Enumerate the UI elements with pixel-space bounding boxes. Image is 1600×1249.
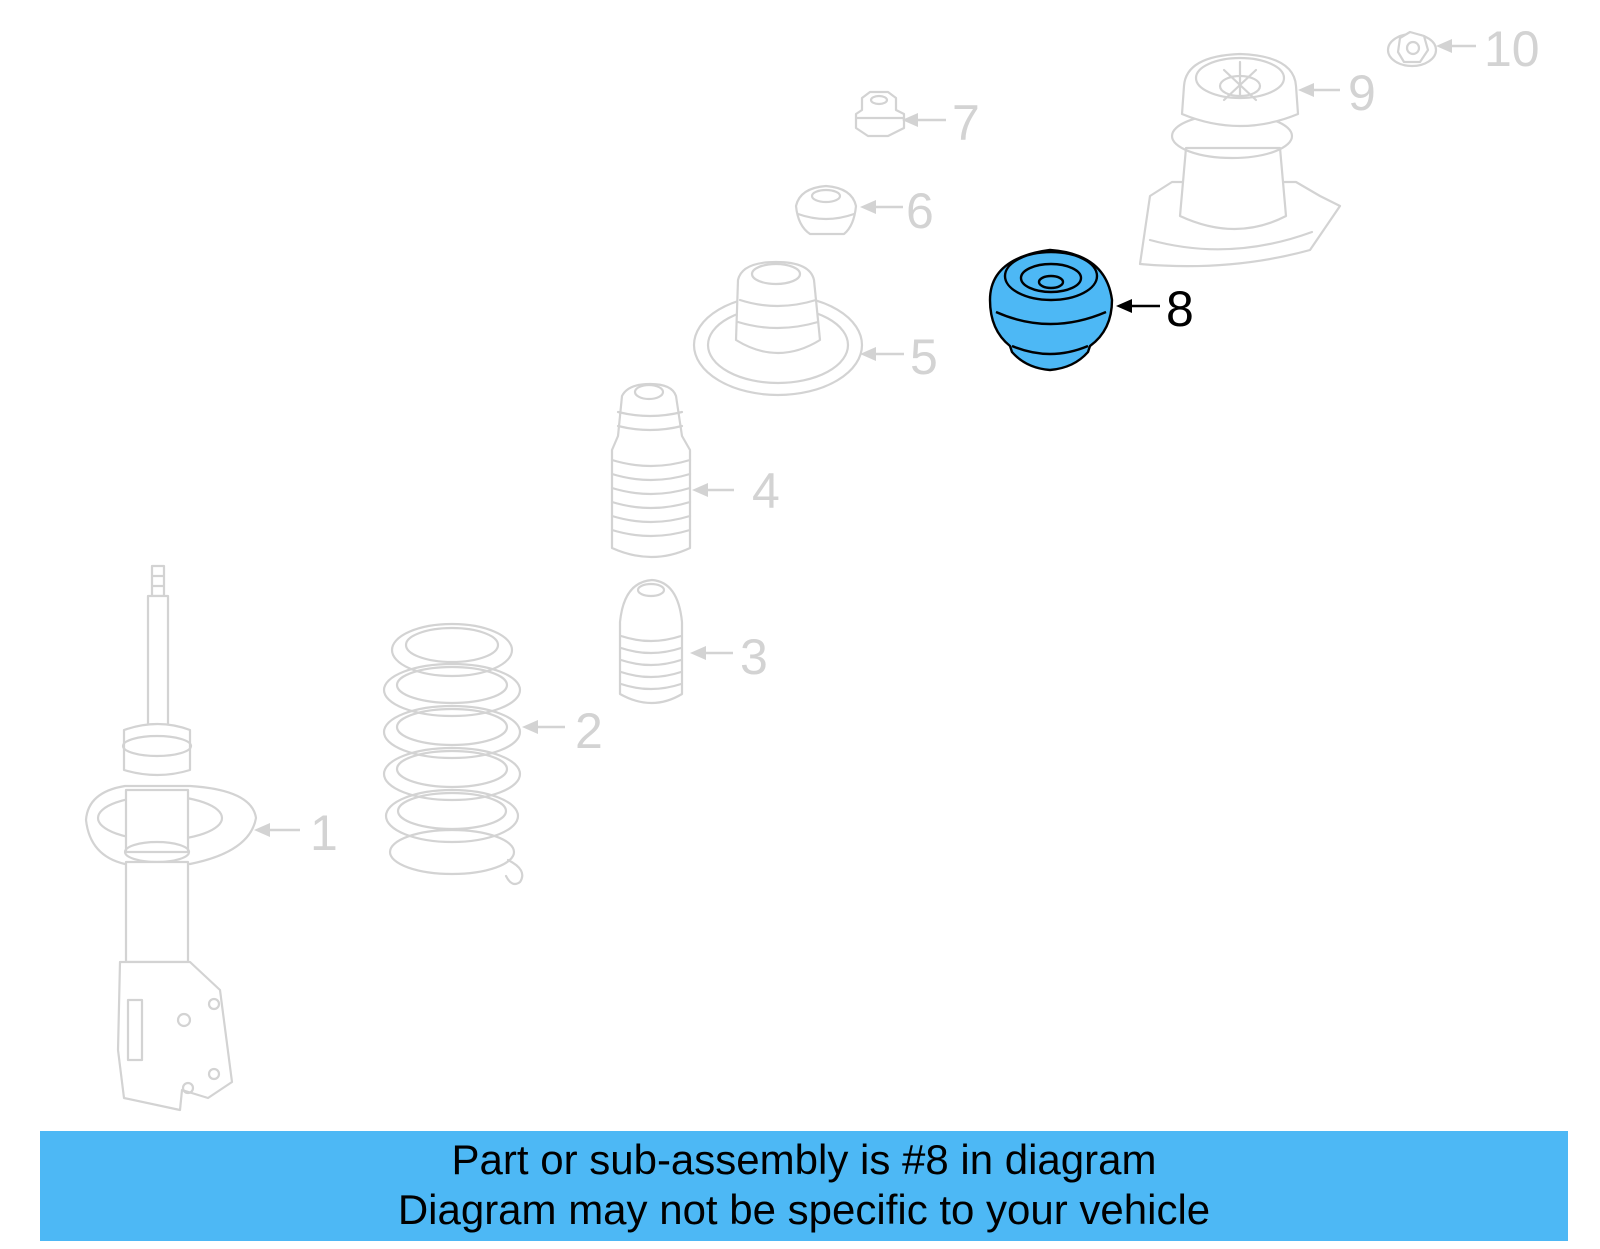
part-2-coil-spring xyxy=(382,622,524,886)
part-8-strut-mount-highlighted[interactable] xyxy=(988,248,1114,372)
part-info-banner: Part or sub-assembly is #8 in diagram Di… xyxy=(40,1131,1568,1241)
part-9-upper-mount xyxy=(1138,52,1342,268)
callout-1: 1 xyxy=(310,805,338,861)
part-6-bushing xyxy=(794,184,858,236)
callout-3: 3 xyxy=(740,629,768,685)
callout-5: 5 xyxy=(910,329,938,385)
callout-9: 9 xyxy=(1348,65,1376,121)
banner-line-2: Diagram may not be specific to your vehi… xyxy=(397,1186,1211,1233)
part-10-flange-nut xyxy=(1386,30,1438,68)
banner-line-1: Part or sub-assembly is #8 in diagram xyxy=(451,1136,1157,1183)
callout-10: 10 xyxy=(1484,21,1540,77)
callout-8: 8 xyxy=(1166,281,1194,337)
callout-arrows xyxy=(254,39,1476,837)
part-3-bump-stop xyxy=(618,578,684,704)
callout-2: 2 xyxy=(575,703,603,759)
callout-6: 6 xyxy=(906,183,934,239)
part-4-dust-boot xyxy=(610,382,692,559)
part-5-spring-seat xyxy=(692,260,864,397)
part-7-nut xyxy=(854,90,906,138)
part-1-strut xyxy=(84,564,258,1112)
callout-4: 4 xyxy=(752,463,780,519)
callout-7: 7 xyxy=(952,95,980,151)
